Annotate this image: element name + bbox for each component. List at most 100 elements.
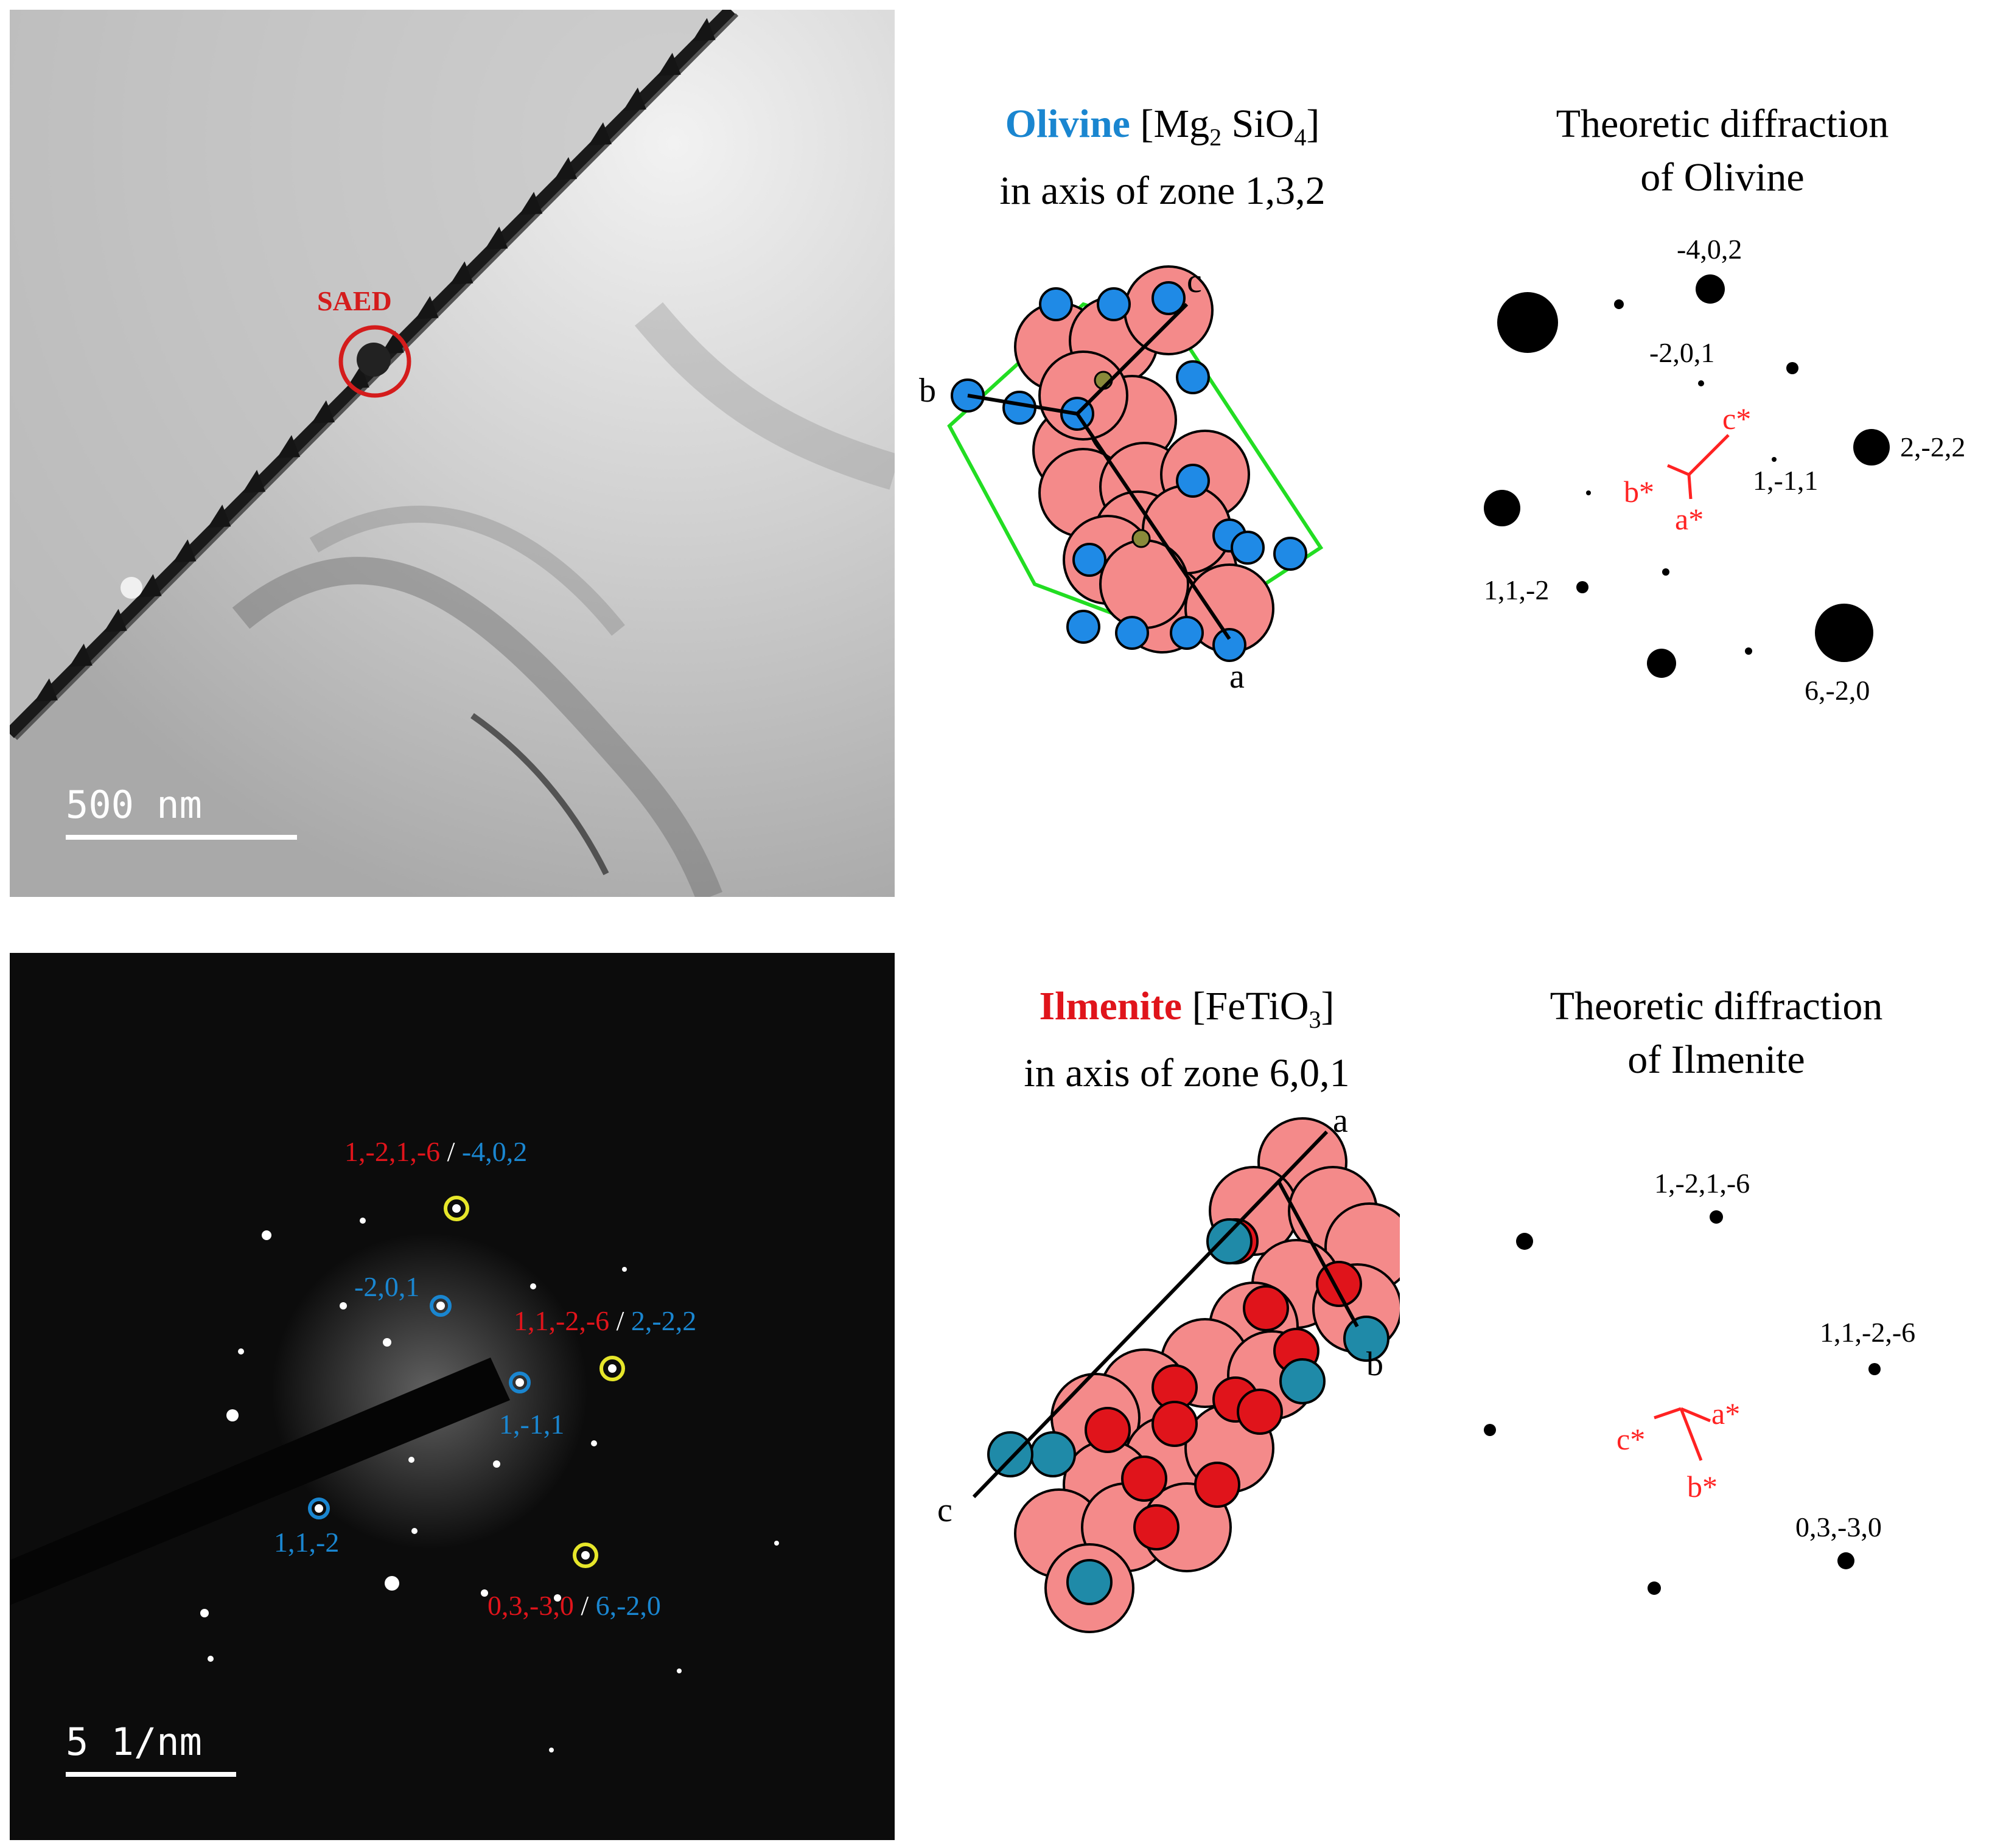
precipitate — [34, 678, 58, 702]
precipitate — [692, 18, 716, 41]
atom — [591, 1440, 597, 1446]
precipitate — [242, 470, 266, 493]
ilm-label-2: 1,1,-2,-6 — [1820, 1317, 1915, 1348]
atom — [1231, 531, 1265, 565]
atom — [1212, 628, 1246, 662]
scale-bar-label: 500 nm — [66, 783, 202, 827]
olivine-name: Olivine — [1005, 102, 1130, 146]
tem-image-panel: SAED 500 nm — [5, 5, 900, 902]
scale-bar — [66, 835, 297, 840]
atom — [1152, 1401, 1198, 1447]
ilm-axis-bstar: b* — [1687, 1470, 1718, 1504]
olv-axis-astar: a* — [1675, 502, 1704, 536]
atom — [481, 1589, 488, 1597]
olv-spot-3 — [1853, 429, 1890, 465]
diff-scale-bar-label: 5 1/nm — [66, 1720, 202, 1764]
atom — [1176, 360, 1210, 394]
saed-label: SAED — [317, 285, 392, 316]
atom — [208, 1656, 214, 1662]
highlight-spot-3 — [573, 1543, 598, 1568]
atom — [1066, 1559, 1113, 1605]
diff-label-1: 1,-2,1,-6 / -4,0,2 — [344, 1136, 528, 1167]
atom — [408, 1457, 414, 1463]
atom — [340, 1302, 347, 1309]
olv-axis-cstar: c* — [1722, 402, 1751, 436]
atom — [360, 1218, 366, 1224]
atom — [1072, 543, 1106, 577]
precipitate — [311, 400, 335, 424]
olivine-axis-b: b — [919, 372, 936, 410]
diff-label-5: 1,1,-2 — [274, 1527, 340, 1558]
precipitate — [346, 365, 369, 389]
precipitate — [103, 608, 127, 632]
atom — [383, 1338, 391, 1347]
atom — [315, 1504, 323, 1513]
atom — [436, 1302, 445, 1310]
olv-label-6: 6,-2,0 — [1805, 675, 1870, 706]
precipitate — [173, 539, 197, 563]
ilmenite-axis-c: c — [937, 1491, 952, 1529]
precipitate — [277, 435, 301, 459]
atom — [385, 1576, 399, 1591]
olv-spot-5 — [1815, 604, 1873, 662]
precipitate — [450, 261, 474, 285]
atom — [1206, 1218, 1253, 1264]
atom — [1316, 1261, 1362, 1307]
diff-scale-bar — [66, 1772, 236, 1777]
atom — [1176, 464, 1210, 498]
atom — [262, 1230, 271, 1240]
atom — [987, 1431, 1033, 1477]
precipitate — [138, 574, 162, 598]
precipitate — [380, 330, 404, 354]
ilmenite-structure: a b c — [937, 1107, 1400, 1633]
olv-label-3: 2,-2,2 — [1900, 431, 1965, 462]
olv-spot-4 — [1484, 490, 1520, 526]
atom — [677, 1668, 682, 1673]
tem-image — [5, 5, 900, 902]
precipitate — [588, 122, 612, 145]
highlight-spot-1 — [444, 1196, 469, 1221]
atom — [608, 1364, 617, 1373]
atom — [1279, 1358, 1326, 1404]
precipitates — [34, 18, 716, 702]
saed-marker-circle — [338, 325, 411, 398]
olivine-structure: c b a — [919, 262, 1324, 696]
atom — [1343, 1316, 1389, 1362]
atom — [1133, 1504, 1179, 1550]
atom — [1097, 287, 1131, 321]
ilm-axis-cstar: c* — [1616, 1422, 1645, 1456]
precipitate — [69, 643, 93, 667]
olv-label-1: -4,0,2 — [1677, 234, 1742, 265]
atom — [1243, 1285, 1289, 1331]
olivine-theoretic-diffraction: c* b* a* -4,0,2 -2,0,1 2,-2,2 1,-1,1 1,1… — [1484, 234, 1965, 706]
olv-spot-1 — [1497, 292, 1558, 353]
atom — [238, 1348, 244, 1355]
olv-label-4: 1,-1,1 — [1753, 465, 1818, 496]
atom — [1170, 616, 1204, 650]
precipitate — [519, 192, 543, 215]
olv-label-2: -2,0,1 — [1649, 337, 1714, 368]
atom — [1099, 539, 1189, 629]
atom — [411, 1528, 418, 1534]
atom — [1152, 281, 1186, 315]
diffraction-image — [10, 1196, 779, 1752]
olv-spot-2 — [1696, 274, 1725, 304]
atom — [1085, 1407, 1131, 1453]
atom — [493, 1460, 500, 1468]
atom — [1237, 1389, 1283, 1435]
olivine-axis-a: a — [1229, 658, 1245, 696]
atom — [1194, 1462, 1240, 1508]
atom — [622, 1267, 627, 1272]
olivine-zone: in axis of zone 1,3,2 — [999, 169, 1326, 214]
atom — [1030, 1431, 1076, 1477]
ilmenite-zone: in axis of zone 6,0,1 — [1024, 1051, 1350, 1096]
olv-axis-bstar: b* — [1624, 475, 1654, 509]
atom — [554, 1594, 561, 1602]
diff-label-4: 1,-1,1 — [499, 1409, 565, 1440]
ilmenite-axis-a: a — [1333, 1107, 1348, 1140]
olv-spot-6 — [1647, 649, 1676, 678]
olivine-title: Olivine [Mg2 SiO4] in axis of zone 1,3,2 — [999, 102, 1326, 214]
ilm-label-1: 1,-2,1,-6 — [1654, 1168, 1750, 1199]
atom — [1066, 610, 1100, 644]
